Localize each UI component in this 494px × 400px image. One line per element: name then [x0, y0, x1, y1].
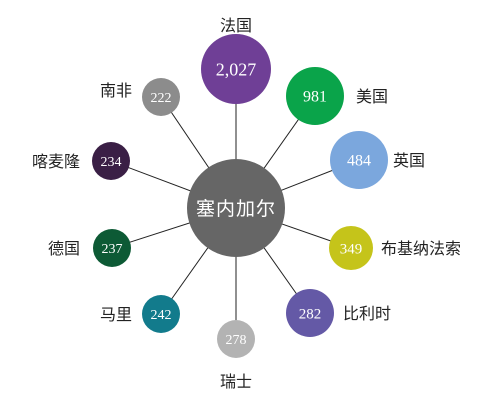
country-bubble — [329, 226, 373, 270]
bubble-value: 222 — [151, 91, 172, 106]
country-node: 278 瑞士 — [217, 320, 255, 391]
bubble-value: 278 — [226, 333, 247, 348]
country-label: 南非 — [100, 81, 132, 100]
bubble-value: 242 — [151, 308, 172, 323]
country-label: 布基纳法索 — [381, 239, 461, 258]
country-bubble — [286, 67, 344, 125]
country-nodes: 2,027 法国 981 美国 484 英国 349 布基纳法索 282 比利时 278 瑞士 242 马… — [32, 16, 461, 391]
country-node: 981 美国 — [286, 67, 388, 125]
center-hub: 塞内加尔 — [187, 159, 285, 257]
bubble-value: 234 — [101, 155, 122, 170]
country-bubble — [286, 289, 334, 337]
country-label: 法国 — [220, 16, 252, 35]
country-node: 242 马里 — [100, 295, 180, 333]
bubble-value: 349 — [340, 241, 363, 257]
country-node: 234 喀麦隆 — [32, 142, 130, 180]
country-bubble — [201, 34, 271, 104]
country-bubble — [142, 78, 180, 116]
country-bubble — [92, 142, 130, 180]
country-label: 比利时 — [343, 304, 391, 323]
bubble-value: 237 — [102, 242, 123, 257]
country-bubble — [217, 320, 255, 358]
country-node: 237 德国 — [48, 229, 131, 267]
country-label: 德国 — [48, 239, 80, 258]
country-bubble — [330, 131, 388, 189]
bubble-value: 282 — [299, 306, 322, 322]
country-bubble — [93, 229, 131, 267]
bubble-value: 2,027 — [216, 59, 257, 79]
country-node: 282 比利时 — [286, 289, 391, 337]
country-label: 马里 — [100, 305, 132, 324]
country-node: 222 南非 — [100, 78, 180, 116]
country-bubble — [142, 295, 180, 333]
country-label: 美国 — [356, 87, 388, 106]
country-node: 2,027 法国 — [201, 16, 271, 104]
country-node: 484 英国 — [330, 131, 425, 189]
country-label: 瑞士 — [220, 372, 252, 391]
bubble-value: 484 — [347, 153, 371, 170]
center-circle — [187, 159, 285, 257]
country-label: 喀麦隆 — [32, 152, 80, 171]
center-label: 塞内加尔 — [196, 198, 276, 220]
bubble-value: 981 — [303, 89, 327, 106]
country-label: 英国 — [393, 151, 425, 170]
country-node: 349 布基纳法索 — [329, 226, 461, 270]
